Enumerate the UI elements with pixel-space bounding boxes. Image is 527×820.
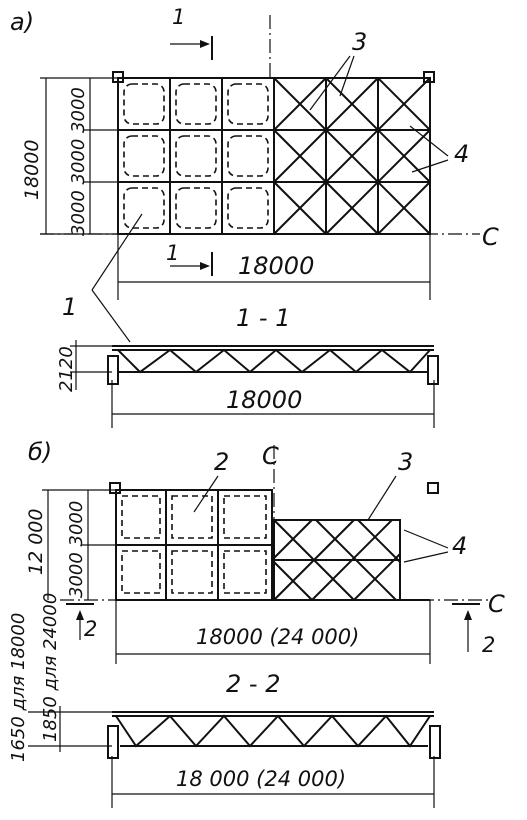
section-1-title: 1 - 1	[236, 304, 290, 332]
dim-rows-a: 3000 3000 3000	[68, 87, 89, 236]
dim-height-2-24000: 1850 для 24000	[40, 593, 61, 742]
dim-height-1: 2120	[56, 346, 77, 392]
roof-panels-a	[123, 83, 269, 229]
section-mark-2-right: 2	[482, 633, 495, 657]
truss-2	[115, 714, 431, 748]
callout-4-a: 4	[454, 140, 469, 168]
part-a-label: а)	[10, 8, 34, 36]
plan-b: б) C C	[25, 438, 505, 664]
section-mark-1: 1 1	[166, 5, 213, 276]
callout-2-b: 2	[214, 448, 229, 476]
axis-symbol-b: C	[488, 590, 505, 618]
callout-3-b: 3	[398, 448, 413, 476]
callout-3-a: 3	[352, 28, 367, 56]
section-2-2: 2 - 2 1650 для 18000 1850 для 24000 18 0…	[8, 593, 441, 808]
dim-span-1: 18000	[226, 386, 302, 414]
section-1-1: 1 - 1 2120 18000	[56, 304, 439, 428]
plan-a: а)	[10, 5, 499, 343]
section-mark-2-left: 2	[84, 617, 97, 641]
section-2-title: 2 - 2	[226, 670, 280, 698]
dim-height-a: 18000	[21, 140, 43, 200]
dim-width-a: 18000	[238, 252, 314, 280]
svg-text:1: 1	[172, 5, 185, 29]
truss-1	[117, 348, 431, 374]
axis-symbol-a: C	[482, 223, 499, 251]
dim-width-b: 18000 (24 000)	[196, 625, 359, 649]
bracing-a	[273, 77, 431, 235]
dim-height-b: 12 000	[25, 509, 47, 575]
callout-4-b: 4	[452, 532, 467, 560]
callout-1-a: 1	[62, 293, 77, 321]
dim-height-2-18000: 1650 для 18000	[8, 613, 29, 762]
part-b-label: б)	[28, 438, 52, 466]
dim-rows-b: 3000 3000	[66, 501, 87, 598]
roof-panels-b	[121, 495, 267, 594]
dim-span-2: 18 000 (24 000)	[176, 767, 346, 791]
axis-symbol-b-top: C	[262, 442, 279, 470]
svg-text:1: 1	[166, 241, 179, 265]
bracing-b	[273, 519, 401, 601]
